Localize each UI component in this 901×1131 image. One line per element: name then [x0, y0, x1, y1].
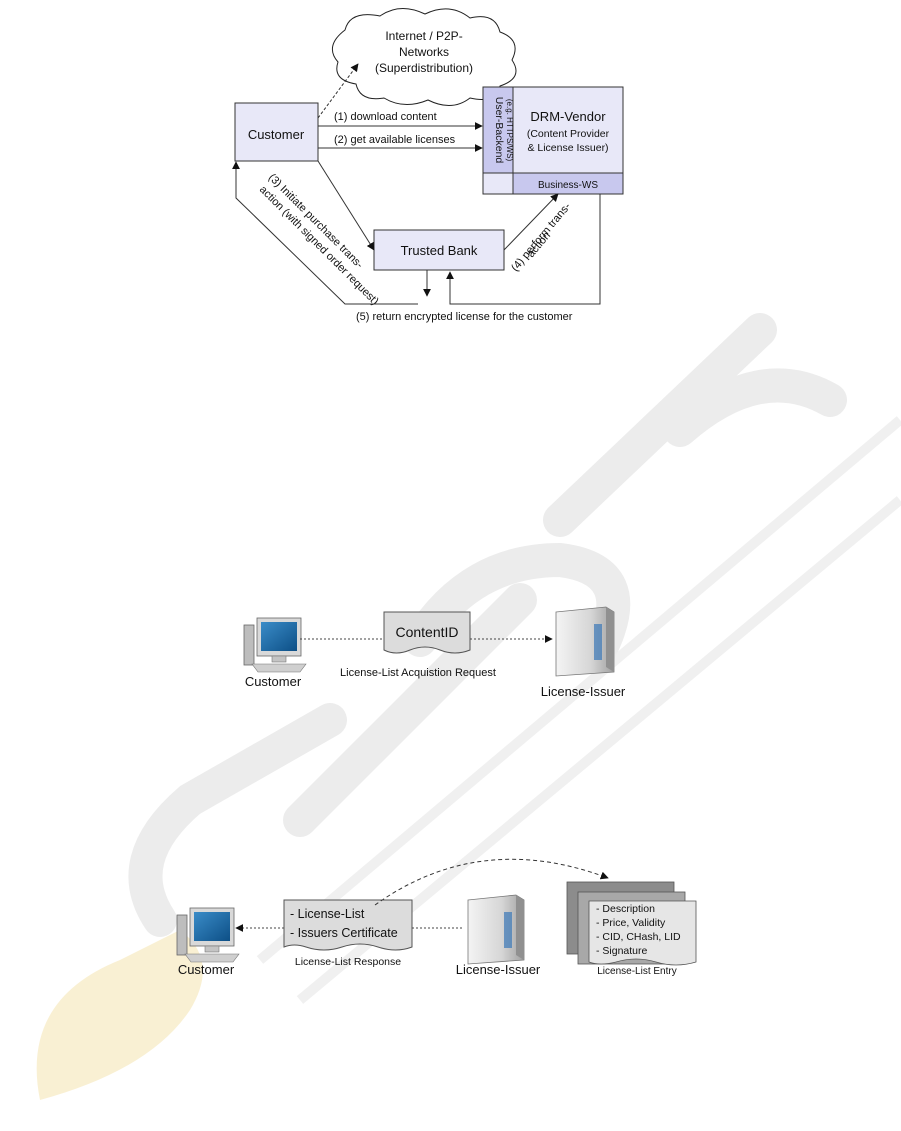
arrow-5-return-license-to-bank	[446, 194, 601, 305]
user-backend-panel	[482, 86, 514, 174]
license-list-response-document: - License-List - Issuers Certificate	[283, 899, 413, 951]
fig3-entry-caption: License-List Entry	[597, 966, 676, 977]
license-issuer-server-icon	[555, 606, 615, 677]
response-document-shape	[283, 899, 413, 951]
customer-computer-icon	[243, 617, 307, 673]
fig3-curved-arrow-to-entry	[374, 858, 609, 906]
fig2-customer-label: Customer	[245, 674, 302, 689]
fig3-doc-line1: - License-List	[290, 907, 365, 921]
arrow-5-label: (5) return encrypted license for the cus…	[356, 311, 573, 323]
drm-vendor-node: DRM-Vendor (Content Provider & License I…	[482, 86, 624, 195]
business-ws-label: Business-WS	[538, 180, 598, 191]
arrow-3-label-line2: action (with signed order request)	[257, 184, 381, 308]
entry-item-ids: - CID, CHash, LID	[596, 931, 681, 943]
user-backend-label: User-Backend	[493, 97, 505, 164]
trusted-bank-box	[373, 229, 505, 271]
customer-label: Customer	[248, 127, 305, 142]
arrow-1-label: (1) download content	[334, 111, 437, 123]
fig2-document-label: ContentID	[395, 624, 458, 640]
fig3-customer-computer-icon	[176, 907, 240, 963]
fig3-doc-line2-text: Issuers Certificate	[298, 926, 398, 940]
fig3-doc-caption: License-List Response	[295, 956, 401, 968]
figure-2-acquisition-request: Customer ContentID License-List Acquisti…	[243, 606, 626, 699]
watermark-logo	[36, 930, 203, 1100]
drm-vendor-sub2: & License Issuer)	[527, 142, 608, 154]
figure-1-purchase-flow: Internet / P2P- Networks (Superdistribut…	[232, 8, 624, 323]
fig3-customer-label: Customer	[178, 962, 235, 977]
fig3-doc-line2: - Issuers Certificate	[290, 926, 398, 940]
watermark	[36, 313, 901, 1100]
trusted-bank-label: Trusted Bank	[401, 243, 478, 258]
entry-item-signature: - Signature	[596, 945, 648, 957]
arrow-2-label: (2) get available licenses	[334, 134, 456, 146]
figure-3-license-list-response: Customer - License-List - Issuers Certif…	[176, 858, 697, 977]
entry-item-price: - Price, Validity	[596, 917, 666, 929]
cloud-label-line2: Networks	[399, 45, 449, 59]
cloud-internet-p2p: Internet / P2P- Networks (Superdistribut…	[331, 8, 517, 106]
fig3-server-label: License-Issuer	[456, 962, 541, 977]
fig3-license-issuer-server-icon	[467, 894, 525, 965]
cloud-shape	[331, 8, 517, 106]
cloud-label-line3: (Superdistribution)	[375, 61, 473, 75]
customer-box	[234, 102, 319, 162]
drm-vendor-sub1: (Content Provider	[527, 128, 610, 140]
fig2-caption: License-List Acquistion Request	[340, 667, 496, 679]
arrow-3-label-line1: (3) Initiate purchase trans-	[266, 172, 366, 272]
cloud-label-line1: Internet / P2P-	[385, 29, 462, 43]
drm-vendor-title: DRM-Vendor	[530, 109, 606, 124]
customer-node: Customer	[234, 102, 319, 162]
document-shape	[383, 611, 471, 654]
fig2-server-label: License-Issuer	[541, 684, 626, 699]
entry-item-description: - Description	[596, 903, 655, 915]
business-ws-panel	[512, 172, 624, 195]
arrow-5-return-to-customer	[232, 161, 418, 305]
arrow-3-initiate-purchase	[317, 160, 375, 251]
content-id-document: ContentID	[383, 611, 471, 654]
arrow-4-perform-transaction	[503, 193, 559, 251]
license-list-entry-stack: - Description - Price, Validity - CID, C…	[566, 881, 697, 966]
trusted-bank-node: Trusted Bank	[373, 229, 505, 271]
fig3-doc-line1-text: License-List	[298, 907, 365, 921]
user-backend-sublabel: (e.g. HTTPS/WS)	[505, 99, 514, 162]
arrow-download-to-cloud	[317, 63, 359, 119]
